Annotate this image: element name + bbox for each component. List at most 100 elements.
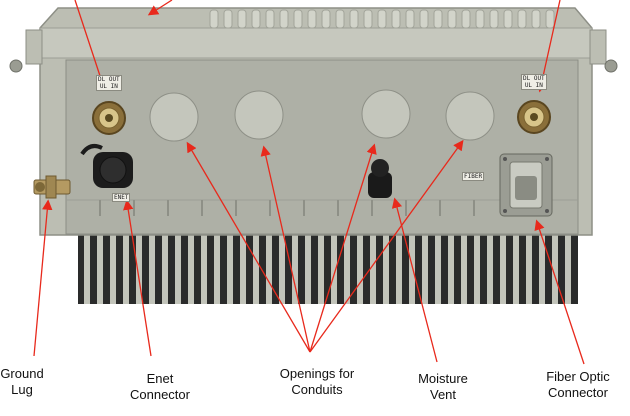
label-line: Vent bbox=[429, 387, 457, 402]
plate-text: UL IN bbox=[524, 82, 543, 89]
heat-sink-fin bbox=[474, 222, 480, 304]
arrow bbox=[391, 197, 438, 363]
cooling-rib bbox=[251, 9, 261, 29]
cooling-rib bbox=[321, 9, 331, 29]
callout-arrows bbox=[33, 0, 585, 365]
conduit-opening bbox=[361, 89, 411, 139]
heat-sink-fin bbox=[227, 222, 233, 304]
heat-sink-fin bbox=[539, 222, 545, 304]
moisture-vent bbox=[368, 159, 392, 198]
arrow bbox=[33, 199, 53, 357]
heat-sink-fin bbox=[253, 222, 259, 304]
fiber-optic-connector bbox=[499, 153, 553, 217]
cooling-rib bbox=[377, 9, 387, 29]
cooling-rib bbox=[391, 9, 401, 29]
rf-connector-left bbox=[92, 101, 126, 135]
cooling-rib bbox=[335, 9, 345, 29]
heat-sink-fin bbox=[331, 222, 337, 304]
arrow bbox=[147, 0, 173, 16]
heat-sink-fin bbox=[552, 222, 558, 304]
cooling-rib bbox=[209, 9, 219, 29]
heat-sink-fin bbox=[175, 222, 181, 304]
label-line: Lug bbox=[11, 382, 33, 397]
heat-sink-fin bbox=[136, 222, 142, 304]
heat-sink-fin bbox=[513, 222, 519, 304]
conduit-opening bbox=[445, 91, 495, 141]
label-line: Openings for bbox=[279, 366, 355, 381]
label-line: Ground bbox=[0, 366, 44, 381]
arrow bbox=[260, 145, 311, 353]
cooling-rib bbox=[489, 9, 499, 29]
cooling-rib bbox=[307, 9, 317, 29]
heat-sink-fin bbox=[565, 222, 571, 304]
label-line: Moisture bbox=[418, 371, 468, 386]
label-line: Enet bbox=[146, 371, 174, 386]
label-moisture-vent: Moisture Vent bbox=[405, 371, 481, 403]
label-line: Connector bbox=[130, 387, 190, 402]
heat-sink-fin bbox=[344, 222, 350, 304]
heat-sink-fin bbox=[383, 222, 389, 304]
heat-sink-fin bbox=[123, 222, 129, 304]
heat-sink-fin bbox=[461, 222, 467, 304]
conduit-opening bbox=[149, 92, 199, 142]
cooling-rib bbox=[545, 9, 555, 29]
label-ground-lug: Ground Lug bbox=[0, 366, 52, 398]
heat-sink-fin bbox=[370, 222, 376, 304]
cooling-rib bbox=[531, 9, 541, 29]
heat-sink-fin bbox=[487, 222, 493, 304]
arrow bbox=[309, 143, 377, 353]
plate-enet: ENET bbox=[112, 193, 131, 202]
rf-connector-right bbox=[517, 100, 551, 134]
heat-sink-fin bbox=[500, 222, 506, 304]
heat-sink-fin bbox=[305, 222, 311, 304]
cooling-rib bbox=[293, 9, 303, 29]
cooling-rib bbox=[237, 9, 247, 29]
conduit-opening bbox=[234, 90, 284, 140]
label-enet-connector: Enet Connector bbox=[118, 371, 202, 403]
plate-right-rf: DL OUT UL IN bbox=[521, 74, 547, 90]
heat-sink-fin bbox=[435, 222, 441, 304]
heat-sink-fin bbox=[266, 222, 272, 304]
heat-sink-fin bbox=[110, 222, 116, 304]
label-fiber-optic-connector: Fiber Optic Connector bbox=[528, 369, 628, 401]
arrow bbox=[534, 219, 585, 365]
heat-sink-fin bbox=[188, 222, 194, 304]
plate-fiber: FIBER bbox=[462, 172, 485, 181]
cooling-rib bbox=[475, 9, 485, 29]
cooling-rib bbox=[447, 9, 457, 29]
heat-sink-fin bbox=[526, 222, 532, 304]
label-line: Conduits bbox=[291, 382, 343, 397]
heat-sink-fin bbox=[292, 222, 298, 304]
arrow bbox=[186, 141, 311, 353]
cooling-rib bbox=[433, 9, 443, 29]
plate-text: DL OUT bbox=[523, 75, 545, 82]
plate-left-rf: DL OUT UL IN bbox=[96, 75, 122, 91]
arrow bbox=[123, 199, 152, 357]
plate-text: UL IN bbox=[99, 83, 118, 90]
cooling-rib bbox=[461, 9, 471, 29]
heat-sink-fin bbox=[448, 222, 454, 304]
heat-sink-fin bbox=[97, 222, 103, 304]
heat-sink-fin bbox=[279, 222, 285, 304]
heat-sink-fin bbox=[357, 222, 363, 304]
heat-sink-fin bbox=[84, 222, 90, 304]
cooling-rib bbox=[265, 9, 275, 29]
cooling-rib bbox=[517, 9, 527, 29]
heat-sink-fin bbox=[422, 222, 428, 304]
label-line: Fiber Optic bbox=[546, 369, 610, 384]
enet-connector bbox=[80, 144, 133, 188]
label-line: Connector bbox=[548, 385, 608, 400]
heat-sink-fin bbox=[149, 222, 155, 304]
cooling-rib bbox=[503, 9, 513, 29]
arrow bbox=[309, 139, 464, 353]
heat-sink-fin bbox=[240, 222, 246, 304]
heat-sink-fin bbox=[201, 222, 207, 304]
plate-text: DL OUT bbox=[98, 76, 120, 83]
housing bbox=[9, 7, 618, 236]
heat-sink-fin bbox=[396, 222, 402, 304]
heat-sink-fin bbox=[214, 222, 220, 304]
cooling-rib bbox=[419, 9, 429, 29]
cooling-rib bbox=[279, 9, 289, 29]
cooling-rib bbox=[363, 9, 373, 29]
